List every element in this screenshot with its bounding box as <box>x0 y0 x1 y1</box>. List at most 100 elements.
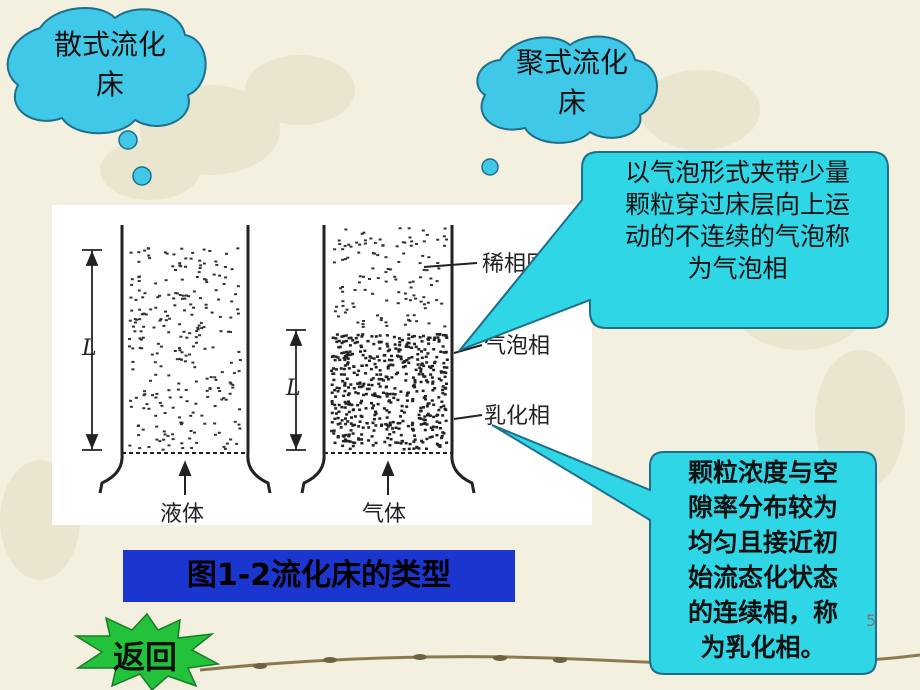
particle <box>426 301 430 304</box>
particle <box>362 393 366 397</box>
particle <box>444 387 448 390</box>
particle <box>441 431 445 434</box>
particle <box>330 400 334 403</box>
particle <box>198 334 202 337</box>
particle <box>347 367 351 370</box>
particle <box>357 281 361 284</box>
particle <box>181 297 184 300</box>
particle <box>151 394 154 397</box>
particle <box>235 442 239 445</box>
particle <box>415 390 419 393</box>
particle <box>400 439 404 443</box>
particle <box>385 299 389 302</box>
particle <box>164 310 167 313</box>
particle <box>420 340 424 343</box>
particle <box>155 352 159 355</box>
particle <box>199 264 203 267</box>
particle <box>349 422 353 425</box>
particle <box>356 333 360 337</box>
particle <box>202 262 206 265</box>
particle <box>334 337 338 340</box>
particle <box>202 248 206 251</box>
particle <box>442 361 446 365</box>
particle <box>360 433 364 436</box>
particle <box>184 354 188 357</box>
particle <box>178 416 181 419</box>
particle <box>368 359 371 362</box>
particle <box>351 302 355 305</box>
particle <box>343 406 347 409</box>
particle <box>438 444 442 447</box>
particle <box>348 440 352 443</box>
particle <box>420 363 424 366</box>
particle <box>369 378 373 382</box>
particle <box>423 348 427 351</box>
particle <box>443 244 447 247</box>
particle <box>433 361 436 365</box>
particle <box>403 360 407 363</box>
particle <box>373 252 377 255</box>
particle <box>190 313 194 316</box>
particle <box>398 337 401 340</box>
particle <box>423 398 427 401</box>
particle <box>360 335 364 338</box>
particle <box>351 441 355 444</box>
particle <box>158 401 162 404</box>
particle <box>425 447 428 450</box>
particle <box>213 433 217 436</box>
particle <box>429 277 433 280</box>
particle <box>366 339 370 343</box>
particle <box>238 408 242 411</box>
particle <box>142 394 146 397</box>
particle <box>350 403 354 407</box>
particle <box>152 326 156 329</box>
particle <box>205 377 209 380</box>
particle <box>432 403 436 406</box>
particle <box>419 367 423 371</box>
particle <box>360 364 364 367</box>
particle <box>409 244 413 247</box>
particle <box>130 309 134 312</box>
cloud-left <box>6 6 207 186</box>
particle <box>388 433 392 436</box>
particle <box>439 379 443 382</box>
back-button-star-icon[interactable] <box>72 612 222 690</box>
particle <box>347 243 351 246</box>
particle <box>199 321 203 324</box>
particle <box>191 411 195 414</box>
particle <box>374 424 378 427</box>
particle <box>220 398 224 401</box>
particle <box>334 395 337 398</box>
particle <box>128 444 132 447</box>
particle <box>136 425 140 427</box>
particle <box>344 334 348 337</box>
particle <box>236 308 240 311</box>
left-bed <box>98 225 272 494</box>
particle <box>441 345 445 348</box>
particle <box>407 357 411 360</box>
back-button[interactable]: 返回 <box>112 638 177 676</box>
particle <box>351 444 355 448</box>
particle <box>445 358 449 361</box>
particle <box>347 353 351 357</box>
particle <box>390 358 394 362</box>
particle <box>422 364 426 368</box>
particle <box>425 423 429 426</box>
particle <box>392 430 396 434</box>
particle <box>333 248 337 251</box>
particle <box>213 376 217 379</box>
particle <box>141 336 145 339</box>
particle <box>423 415 427 418</box>
particle <box>373 241 377 244</box>
particle <box>147 254 151 257</box>
particle <box>388 348 392 351</box>
callout-emulsion-line-5: 的连续相，称 <box>687 598 838 627</box>
particle <box>356 403 360 407</box>
particle <box>408 442 412 446</box>
cloud-left-line2: 床 <box>95 68 124 101</box>
particle <box>205 281 209 284</box>
particle <box>171 433 175 436</box>
particle <box>398 340 402 344</box>
particle <box>372 418 376 421</box>
